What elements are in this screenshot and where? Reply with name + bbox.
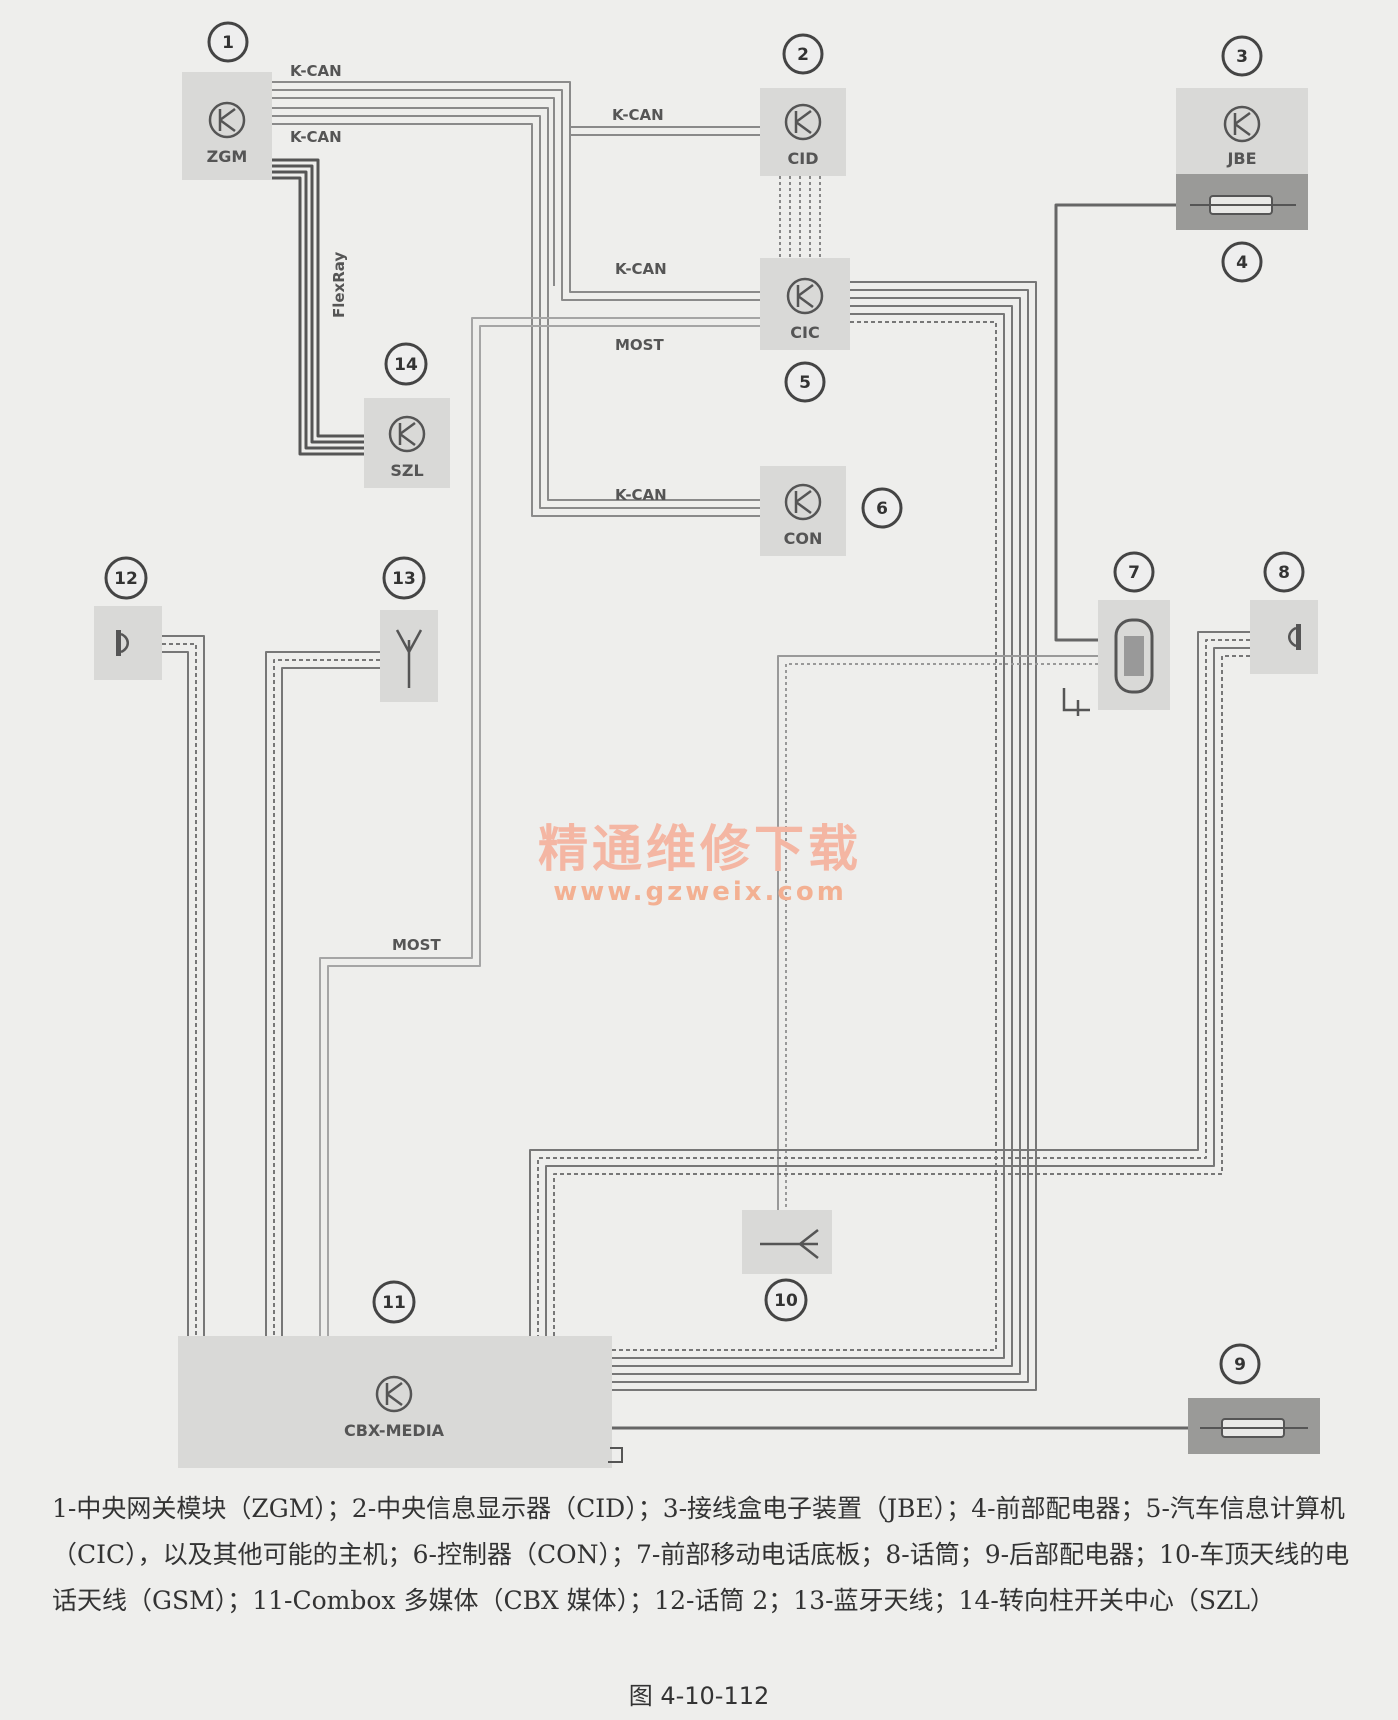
callout-14: 14 [384, 342, 428, 386]
bluetooth-wire [265, 651, 380, 1348]
bus-label-most-lower: MOST [392, 936, 441, 954]
bluetooth-antenna [380, 610, 438, 702]
component-label: SZL [390, 461, 423, 480]
component-szl: SZL [364, 398, 450, 488]
cid-cic-links [779, 176, 821, 262]
component-cic: CIC [760, 258, 850, 350]
watermark-title: 精通维修下载 [538, 820, 862, 878]
component-label: CON [784, 529, 823, 548]
callout-1: 1 [207, 21, 249, 63]
figure-caption: 1-中央网关模块（ZGM）；2-中央信息显示器（CID）；3-接线盒电子装置（J… [52, 1494, 1350, 1615]
cic-cbx-bundle [612, 281, 1037, 1391]
bus-label-flexray: FlexRay [330, 252, 348, 318]
bus-label-kcan-second: K-CAN [290, 128, 342, 146]
kcan-wire-cid [570, 126, 770, 136]
svg-text:4: 4 [1236, 253, 1248, 273]
component-label: ZGM [207, 147, 248, 166]
callout-8: 8 [1263, 551, 1305, 593]
callout-5: 5 [784, 361, 826, 403]
bus-label-kcan-con: K-CAN [615, 486, 667, 504]
most-wire [319, 317, 770, 1348]
component-zgm: ZGM [182, 72, 272, 180]
component-con: CON [760, 466, 846, 556]
svg-text:10: 10 [774, 1291, 798, 1311]
microphone-12 [94, 606, 162, 680]
wires [162, 81, 1250, 1430]
svg-text:2: 2 [797, 45, 809, 65]
component-label: CBX-MEDIA [344, 1421, 445, 1440]
kcan-wire-con [270, 107, 770, 517]
callout-7: 7 [1113, 551, 1155, 593]
svg-text:13: 13 [392, 569, 416, 589]
component-cbx-media: CBX-MEDIA [178, 1336, 623, 1468]
phone-antenna-wire [777, 655, 1098, 1210]
svg-text:11: 11 [382, 1293, 406, 1313]
flexray-wire [270, 158, 364, 456]
svg-text:14: 14 [394, 355, 418, 375]
component-label: CIC [790, 323, 819, 342]
mic12-wire [162, 635, 205, 1348]
figure-number: 图 4-10-112 [628, 1682, 770, 1710]
callout-4: 4 [1221, 241, 1263, 283]
watermark: 精通维修下载 www.gzweix.com [538, 820, 862, 907]
svg-text:1: 1 [222, 33, 234, 53]
bus-label-kcan-cic: K-CAN [615, 260, 667, 278]
svg-text:8: 8 [1278, 563, 1290, 583]
callout-3: 3 [1221, 35, 1263, 77]
bus-label-kcan-cid: K-CAN [612, 106, 664, 124]
gsm-antenna [742, 1210, 832, 1274]
component-jbe: JBE [1176, 88, 1308, 174]
svg-text:3: 3 [1236, 47, 1248, 67]
rear-power-distributor [1188, 1398, 1320, 1454]
component-label: JBE [1226, 149, 1256, 168]
callout-11: 11 [372, 1280, 416, 1324]
wiring-diagram: K-CAN K-CAN K-CAN K-CAN MOST K-CAN MOST … [94, 21, 1320, 1468]
svg-text:12: 12 [114, 569, 138, 589]
watermark-url: www.gzweix.com [553, 877, 847, 907]
bus-label-most-cic: MOST [615, 336, 664, 354]
kcan-wire-top [270, 81, 770, 301]
svg-text:5: 5 [799, 373, 811, 393]
callouts: 1 2 3 4 5 6 7 8 [104, 21, 1305, 1385]
component-cid: CID [760, 88, 846, 176]
component-label: CID [788, 149, 819, 168]
jbe-phone-wire [1054, 203, 1182, 642]
callout-9: 9 [1219, 1343, 1261, 1385]
mic8-wire [529, 631, 1250, 1348]
callout-13: 13 [382, 556, 426, 600]
callout-2: 2 [782, 33, 824, 75]
svg-text:9: 9 [1234, 1355, 1246, 1375]
bus-label-kcan-top: K-CAN [290, 62, 342, 80]
callout-10: 10 [764, 1278, 808, 1322]
microphone-8 [1250, 600, 1318, 674]
callout-12: 12 [104, 556, 148, 600]
bus-labels: K-CAN K-CAN K-CAN K-CAN MOST K-CAN MOST … [290, 62, 667, 954]
callout-6: 6 [861, 487, 903, 529]
front-phone-cradle [1062, 600, 1170, 716]
front-power-distributor [1176, 174, 1308, 230]
svg-text:6: 6 [876, 499, 888, 519]
svg-text:7: 7 [1128, 563, 1140, 583]
